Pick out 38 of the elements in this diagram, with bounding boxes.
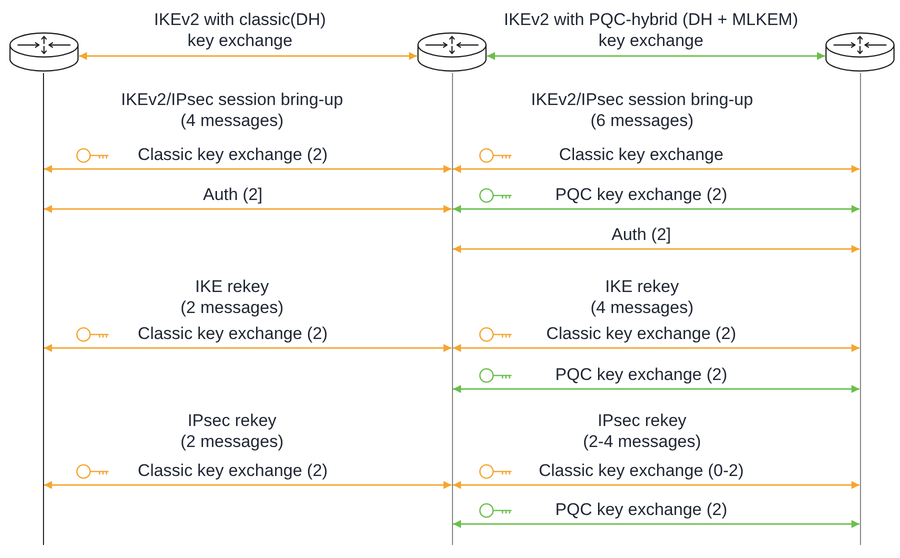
edge-label: PQC key exchange (2) bbox=[555, 185, 728, 206]
edge-label: IKEv2 with classic(DH) key exchange bbox=[154, 10, 326, 51]
double-arrow bbox=[44, 205, 452, 213]
section-heading: IKEv2/IPsec session bring-up (6 messages) bbox=[530, 90, 754, 131]
edge-label: Classic key exchange (2) bbox=[138, 145, 328, 166]
double-arrow bbox=[44, 344, 452, 352]
double-arrow bbox=[44, 481, 452, 489]
edge-label: PQC key exchange (2) bbox=[555, 500, 728, 520]
router-icon bbox=[417, 32, 487, 73]
edge-label: Auth (2] bbox=[202, 185, 263, 206]
edge-label: Auth (2] bbox=[611, 225, 672, 246]
double-arrow bbox=[79, 52, 417, 60]
double-arrow bbox=[453, 481, 860, 489]
section-heading: IKE rekey (2 messages) bbox=[180, 277, 284, 318]
double-arrow bbox=[487, 52, 825, 60]
edge-label: PQC key exchange (2) bbox=[555, 365, 728, 386]
section-heading: IPsec rekey (2 messages) bbox=[180, 411, 284, 452]
edge-label: Classic key exchange bbox=[559, 145, 724, 166]
lifeline bbox=[452, 73, 453, 545]
double-arrow bbox=[453, 344, 860, 352]
double-arrow bbox=[453, 165, 860, 173]
double-arrow bbox=[44, 165, 452, 173]
section-heading: IKEv2/IPsec session bring-up (4 messages) bbox=[120, 90, 344, 131]
double-arrow bbox=[453, 520, 860, 528]
edge-label: Classic key exchange (2) bbox=[138, 461, 328, 482]
lifeline bbox=[860, 73, 861, 545]
section-heading: IKE rekey (4 messages) bbox=[590, 277, 694, 318]
router-icon bbox=[825, 32, 895, 73]
edge-label: Classic key exchange (0-2) bbox=[538, 461, 744, 482]
edge-label: Classic key exchange (2) bbox=[546, 324, 736, 344]
lifeline bbox=[42, 73, 44, 545]
double-arrow bbox=[453, 205, 860, 213]
edge-label: Classic key exchange (2) bbox=[138, 324, 328, 344]
section-heading: IPsec rekey (2-4 messages) bbox=[582, 411, 702, 452]
double-arrow bbox=[453, 385, 860, 393]
router-icon bbox=[9, 32, 79, 73]
edge-label: IKEv2 with PQC-hybrid (DH + MLKEM) key exchange bbox=[504, 10, 798, 51]
double-arrow bbox=[453, 245, 860, 253]
